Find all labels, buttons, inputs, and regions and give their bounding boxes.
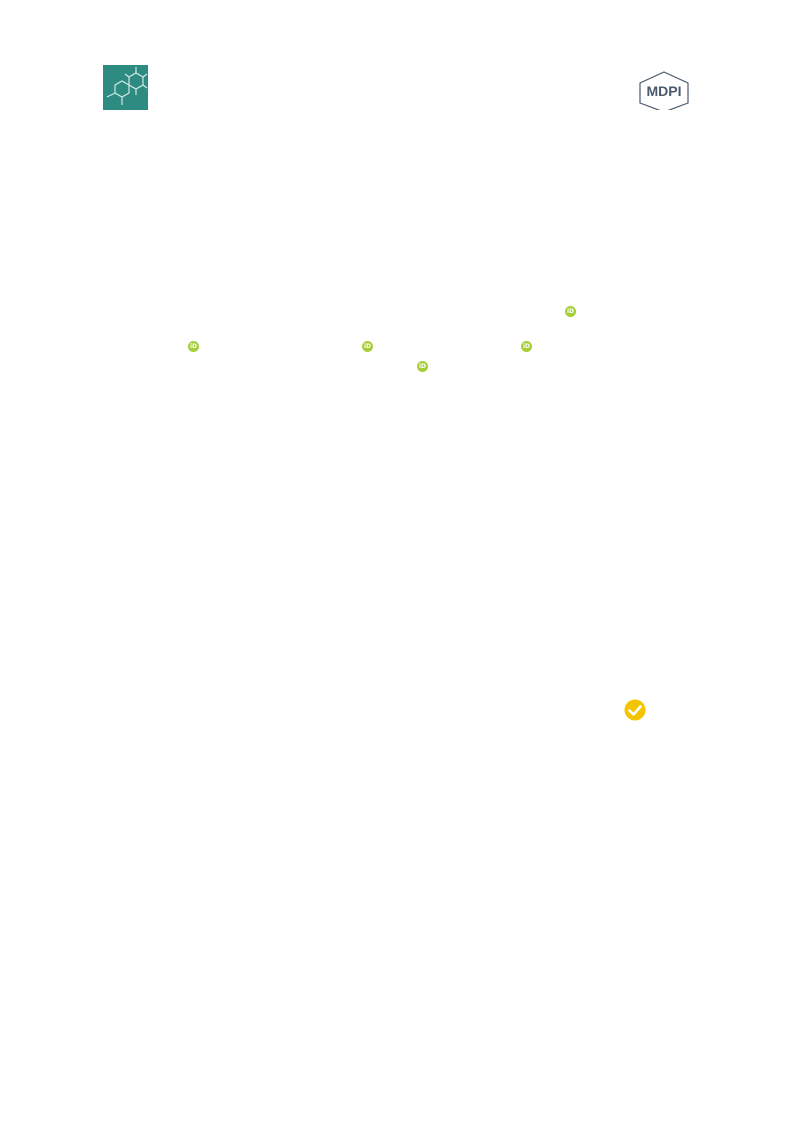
orcid-icon[interactable]: iD xyxy=(565,306,576,317)
checkmark-icon xyxy=(624,699,646,721)
publisher-logo: MDPI xyxy=(635,70,693,110)
orcid-icon[interactable]: iD xyxy=(417,361,428,372)
orcid-icon[interactable]: iD xyxy=(362,341,373,352)
publisher-logo-text: MDPI xyxy=(647,83,682,99)
journal-logo xyxy=(103,65,148,110)
orcid-icon[interactable]: iD xyxy=(188,341,199,352)
check-for-updates-badge[interactable] xyxy=(624,699,646,721)
benzene-structure-icon xyxy=(106,67,148,105)
orcid-icon[interactable]: iD xyxy=(521,341,532,352)
